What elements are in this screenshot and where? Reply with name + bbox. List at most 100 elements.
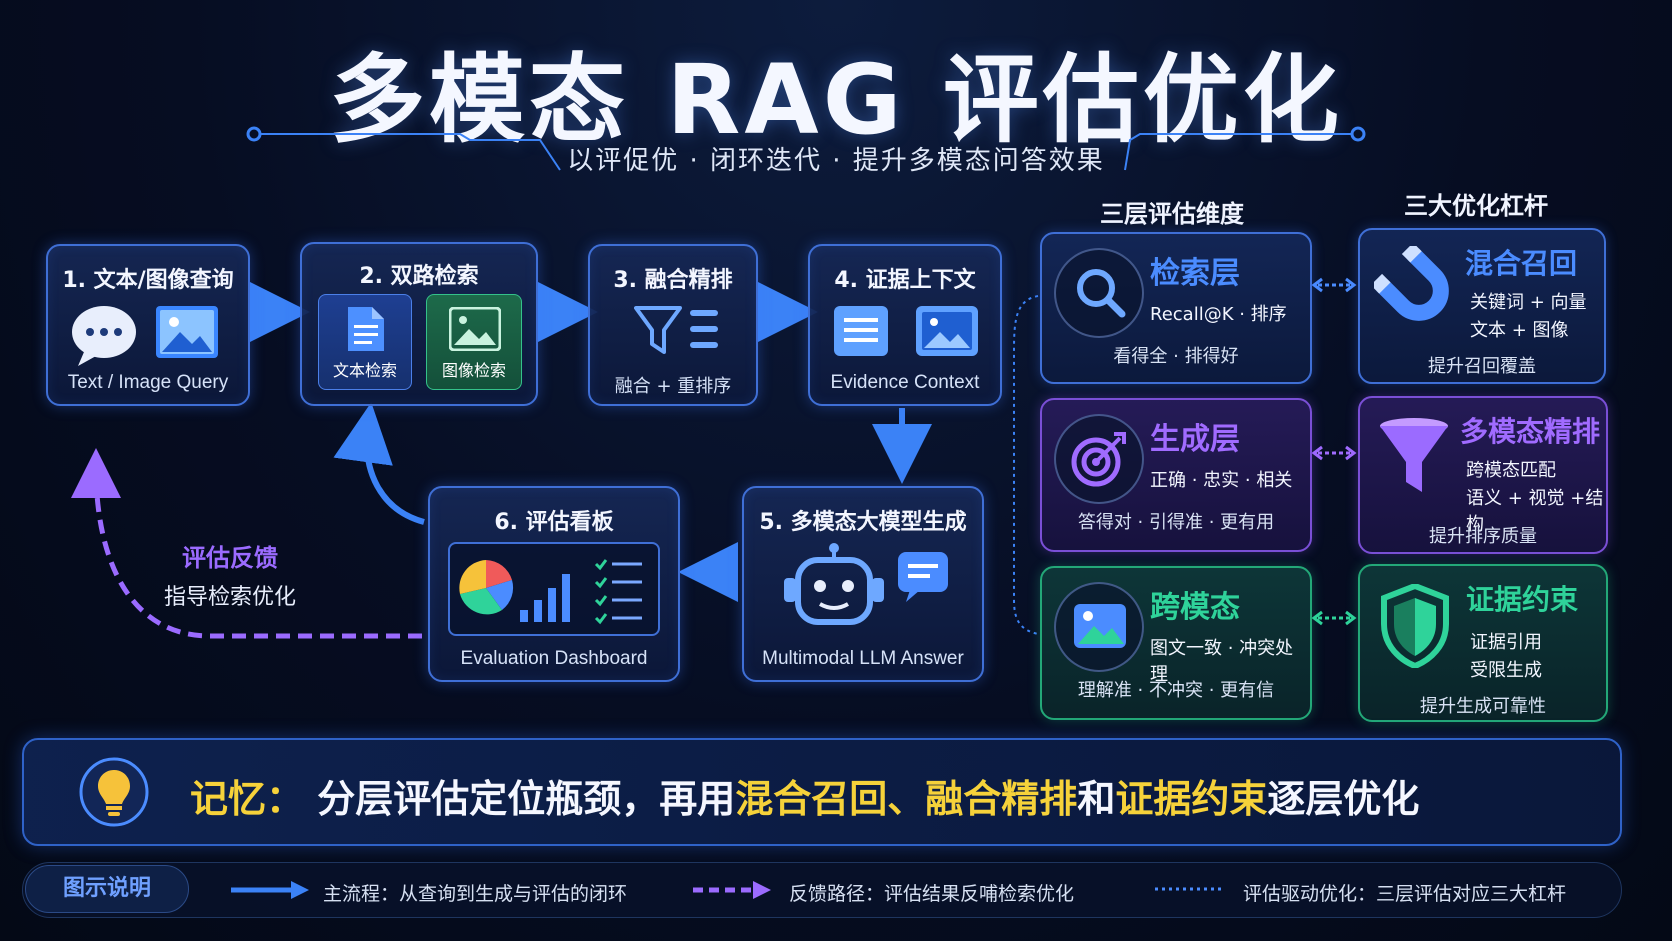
lever-evidence-constraint-bottom: 提升生成可靠性	[1420, 696, 1546, 717]
layer-generation-bottom: 答得对 · 引得准 · 更有用	[1077, 512, 1275, 533]
page-subtitle: 以评促优 · 闭环迭代 · 提升多模态问答效果	[567, 146, 1105, 176]
legend-dotted-line-icon	[1155, 887, 1225, 891]
step-1-query: 1. 文本/图像查询 Text / Image Query	[46, 244, 250, 406]
robot-icon	[784, 543, 948, 625]
memory-highlight-2: 融合精排	[925, 777, 1078, 821]
text-search-tile: 文本检索	[318, 294, 412, 390]
layer-cross-modal-icon-wrap	[1054, 582, 1144, 672]
layer-generation-desc: 正确 · 忠实 · 相关	[1150, 470, 1293, 491]
legend-dashed-arrow-icon	[693, 881, 771, 899]
layer-generation-name: 生成层	[1150, 422, 1240, 457]
step-1-title: 1. 文本/图像查询	[62, 268, 234, 293]
step-2-dual-retrieval: 2. 双路检索 文本检索 图像检索	[300, 242, 538, 406]
layer-retrieval: 检索层 Recall@K · 排序 看得全 · 排得好	[1040, 232, 1312, 384]
legend-driven: 评估驱动优化：三层评估对应三大杠杆	[1243, 883, 1567, 905]
eval-bracket	[1013, 295, 1039, 635]
speech-bubble-icon	[898, 552, 948, 602]
image-icon	[1074, 604, 1126, 648]
legend-solid-arrow-icon	[231, 881, 309, 899]
legend-bar: 图示说明 主流程：从查询到生成与评估的闭环 反馈路径：评估结果反哺检索优化 评估…	[22, 862, 1622, 918]
filter-sort-icon	[634, 306, 718, 354]
eval-layers-heading: 三层评估维度	[1100, 200, 1244, 228]
layer-retrieval-bottom: 看得全 · 排得好	[1113, 346, 1239, 367]
image-search-label: 图像检索	[441, 361, 506, 380]
subtitle-decor	[246, 126, 1366, 171]
feedback-arrow	[71, 448, 422, 639]
memory-part1: 分层评估定位瓶颈，再用	[317, 777, 736, 821]
image-icon	[449, 307, 501, 351]
feedback-title: 评估反馈	[182, 544, 278, 572]
image-icon	[156, 306, 218, 358]
memory-text: 记忆： 分层评估定位瓶颈，再用混合召回、融合精排和证据约束逐层优化	[190, 768, 1419, 823]
layer-retrieval-icon-wrap	[1054, 248, 1144, 338]
layer-cross-modal-desc: 图文一致 · 冲突处理	[1150, 638, 1294, 685]
chat-bubble-icon	[72, 306, 218, 366]
legend-title: 图示说明	[25, 865, 189, 913]
context-icons	[834, 306, 978, 356]
step-6-eval-dashboard: 6. 评估看板 Evaluation Dashboard	[428, 486, 680, 682]
layer-cross-modal-name: 跨模态	[1150, 590, 1240, 625]
lever-multimodal-rerank: 多模态精排 跨模态匹配 语义 + 视觉 +结构 提升排序质量	[1358, 396, 1608, 554]
step-4-evidence-context: 4. 证据上下文 Evidence Context	[808, 244, 1002, 406]
shield-icon	[1381, 584, 1449, 668]
funnel-icon	[1380, 418, 1448, 492]
step-2-title: 2. 双路检索	[359, 264, 479, 289]
step-4-caption: Evidence Context	[830, 372, 980, 393]
layer-generation: 生成层 正确 · 忠实 · 相关 答得对 · 引得准 · 更有用	[1040, 398, 1312, 552]
feedback-desc: 指导检索优化	[163, 585, 296, 610]
lever-evidence-constraint-line1: 证据引用	[1470, 632, 1542, 653]
pie-chart-icon	[459, 560, 514, 615]
step-5-title: 5. 多模态大模型生成	[759, 510, 967, 535]
memory-highlight-1: 混合召回	[735, 777, 888, 821]
target-icon	[1071, 432, 1126, 487]
lever-hybrid-recall-bottom: 提升召回覆盖	[1428, 356, 1536, 377]
lever-hybrid-recall-line2: 文本 + 图像	[1470, 320, 1569, 341]
bar-chart-icon	[520, 574, 570, 622]
lever-multimodal-rerank-bottom: 提升排序质量	[1429, 526, 1537, 547]
step-4-title: 4. 证据上下文	[834, 268, 976, 293]
image-search-tile: 图像检索	[426, 294, 522, 390]
lever-multimodal-rerank-line2: 语义 + 视觉 +结构	[1466, 488, 1604, 535]
image-icon	[916, 306, 978, 356]
legend-main: 主流程：从查询到生成与评估的闭环	[323, 883, 628, 905]
lightbulb-icon	[79, 757, 149, 827]
dashboard-screen	[448, 542, 660, 636]
layer-retrieval-name: 检索层	[1150, 256, 1240, 291]
dashboard-charts-icon	[459, 559, 642, 625]
layer-retrieval-desc: Recall@K · 排序	[1150, 304, 1287, 325]
memory-label: 记忆：	[190, 777, 305, 821]
lever-multimodal-rerank-name: 多模态精排	[1460, 415, 1601, 448]
layer-generation-icon-wrap	[1054, 414, 1144, 504]
memory-part3: 逐层优化	[1267, 777, 1420, 821]
document-lines-icon	[834, 306, 888, 356]
lever-evidence-constraint-line2: 受限生成	[1470, 660, 1542, 681]
page-title: 多模态 RAG 评估优化	[329, 44, 1343, 156]
lever-evidence-constraint-name: 证据约束	[1466, 583, 1579, 616]
search-icon	[1077, 269, 1126, 318]
checklist-icon	[594, 559, 642, 625]
step-3-fusion-rerank: 3. 融合精排 融合 + 重排序	[588, 244, 758, 406]
step-3-caption: 融合 + 重排序	[614, 376, 732, 397]
lever-hybrid-recall-line1: 关键词 + 向量	[1470, 292, 1587, 313]
step-6-title: 6. 评估看板	[494, 510, 614, 535]
legend-feedback: 反馈路径：评估结果反哺检索优化	[789, 883, 1075, 905]
feedback-label: 评估反馈 指导检索优化	[140, 538, 320, 611]
lever-evidence-constraint: 证据约束 证据引用 受限生成 提升生成可靠性	[1358, 564, 1608, 722]
arrow-6-2	[333, 402, 425, 525]
magnet-icon	[1374, 246, 1449, 321]
layer-cross-modal: 跨模态 图文一致 · 冲突处理 理解准 · 不冲突 · 更有信	[1040, 566, 1312, 720]
step-1-caption: Text / Image Query	[67, 372, 229, 393]
lever-multimodal-rerank-line1: 跨模态匹配	[1466, 460, 1556, 481]
levers-heading: 三大优化杠杆	[1404, 192, 1548, 220]
lever-hybrid-recall-name: 混合召回	[1465, 247, 1578, 280]
memory-banner: 记忆： 分层评估定位瓶颈，再用混合召回、融合精排和证据约束逐层优化	[22, 738, 1622, 846]
step-3-title: 3. 融合精排	[613, 268, 733, 293]
lever-hybrid-recall: 混合召回 关键词 + 向量 文本 + 图像 提升召回覆盖	[1358, 228, 1606, 384]
memory-sep-1: 、	[887, 777, 926, 821]
text-search-label: 文本检索	[332, 361, 397, 380]
step-5-caption: Multimodal LLM Answer	[762, 648, 964, 669]
document-icon	[348, 307, 384, 351]
step-5-llm-generation: 5. 多模态大模型生成 Multimodal LLM Answer	[742, 486, 984, 682]
layer-cross-modal-bottom: 理解准 · 不冲突 · 更有信	[1077, 680, 1275, 701]
